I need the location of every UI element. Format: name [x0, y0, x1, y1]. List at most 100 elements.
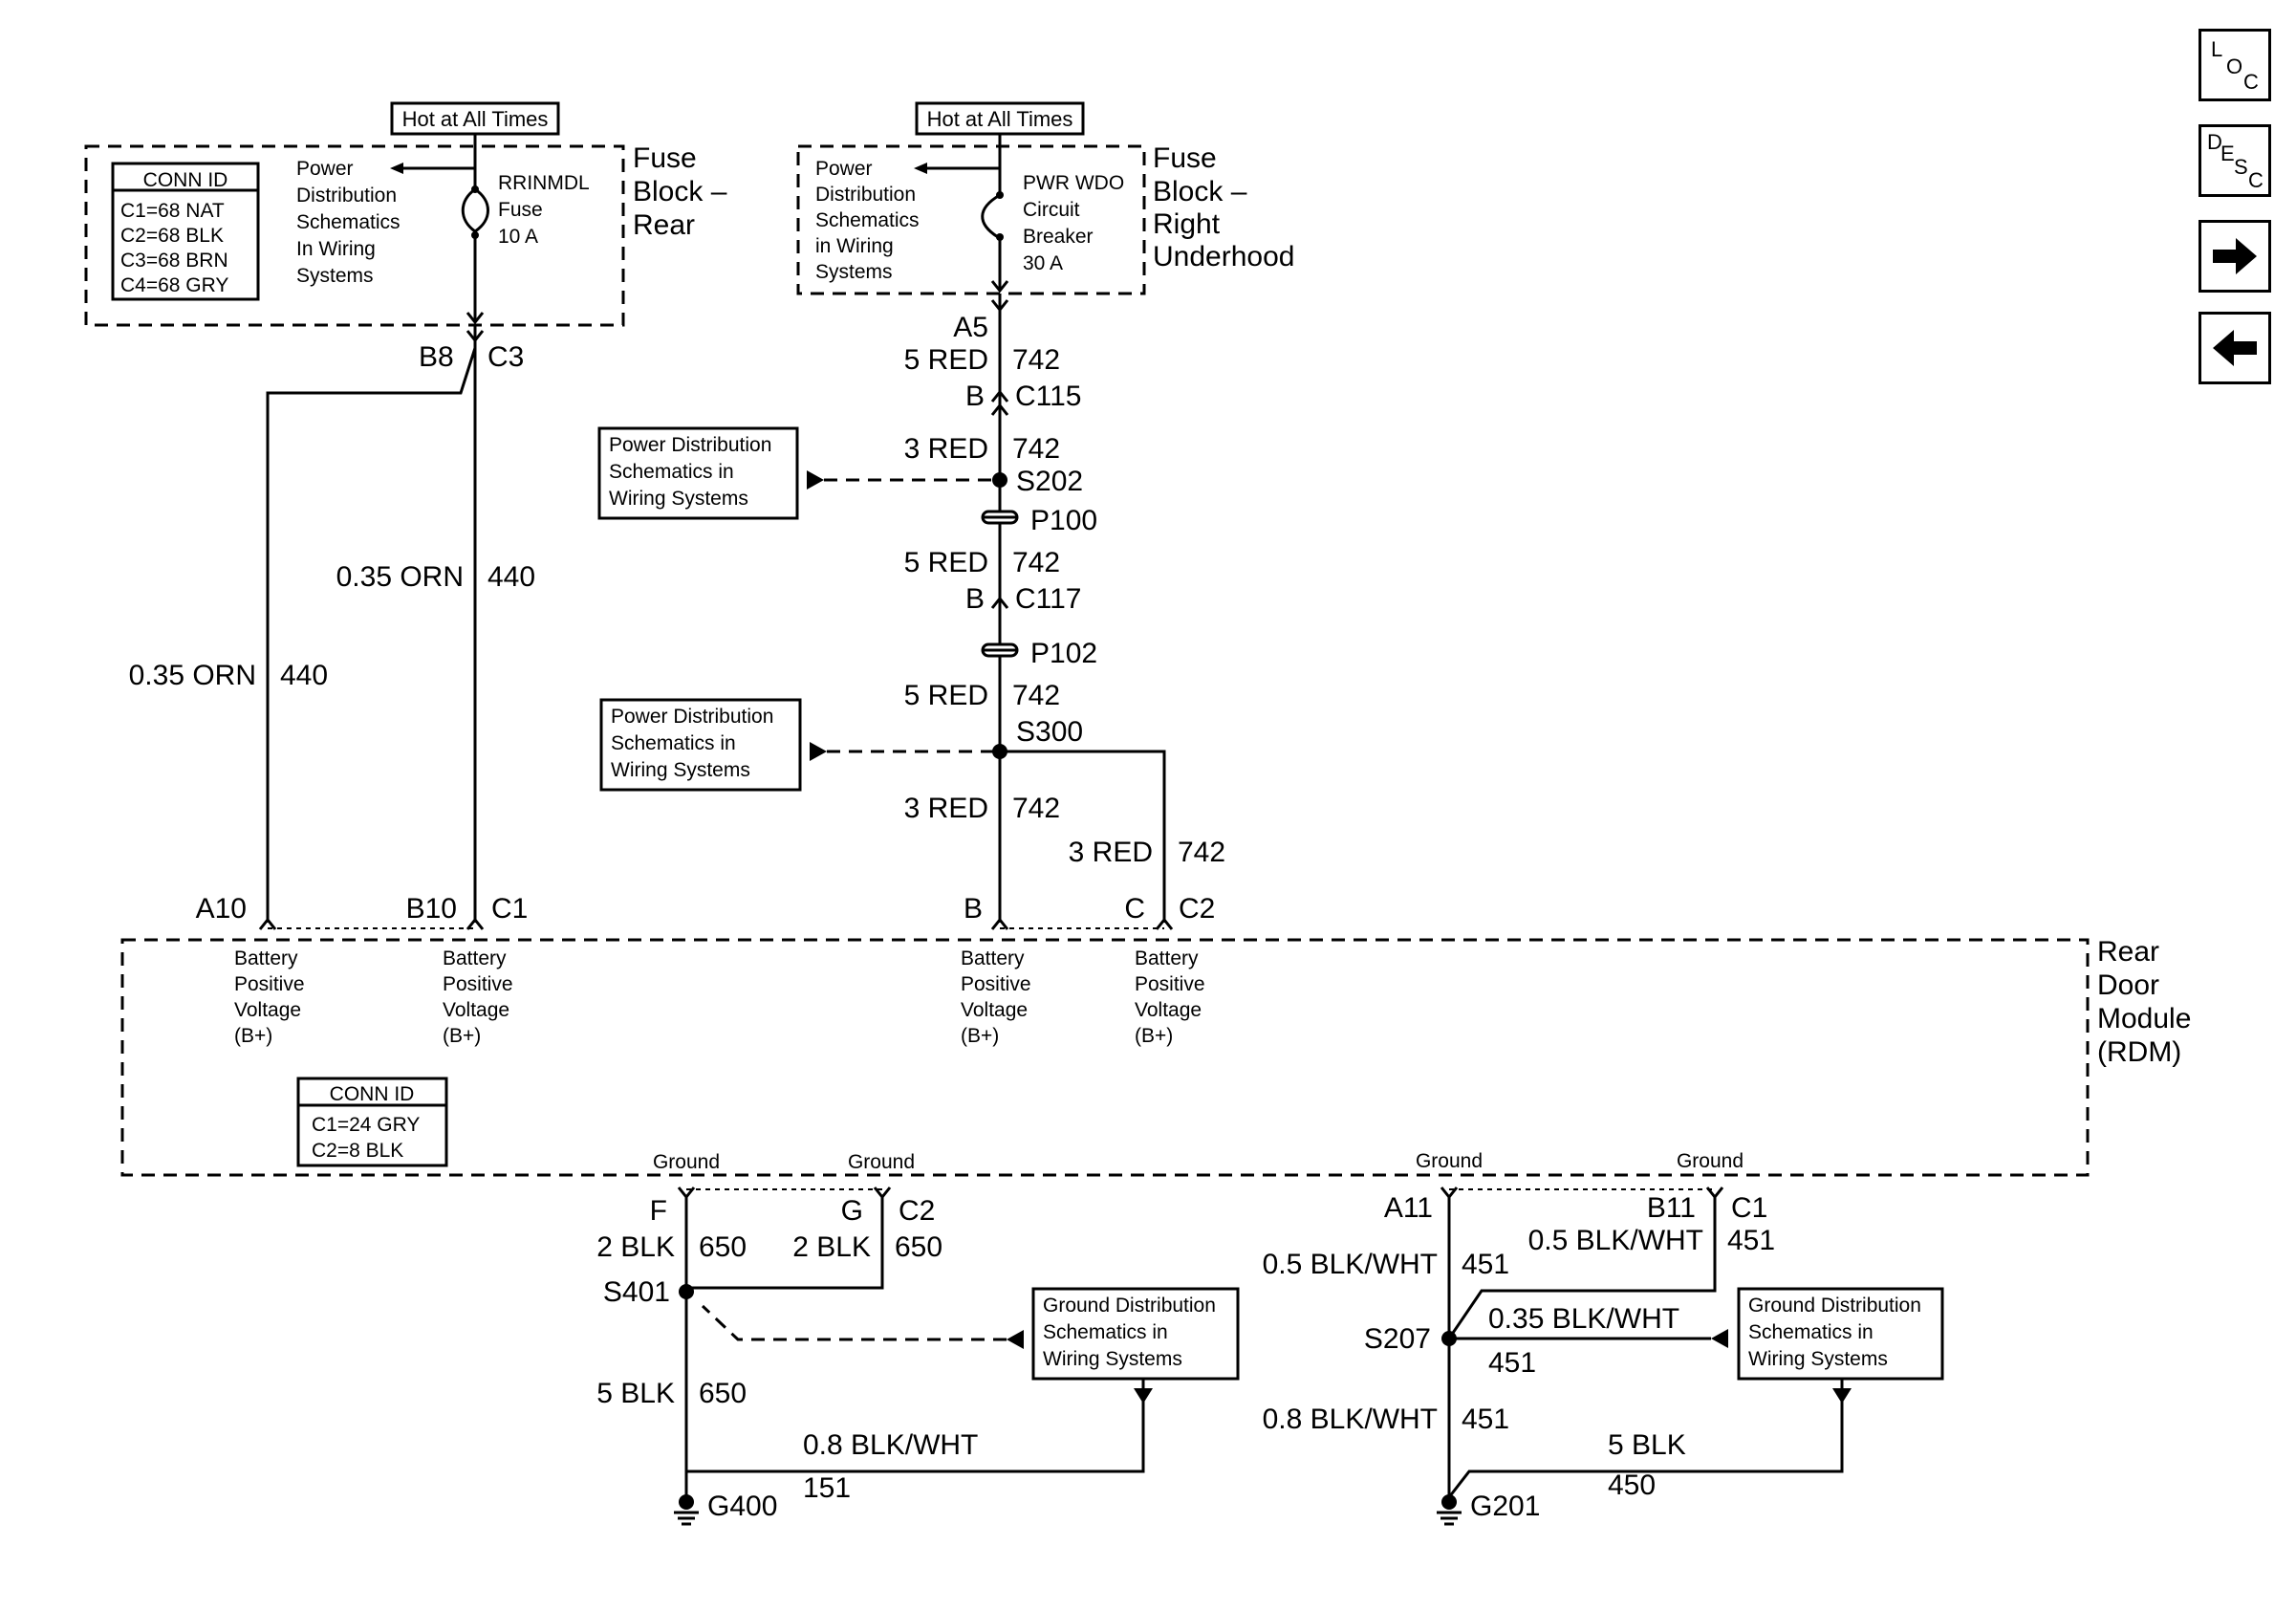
- rdm-conn-id-box: [296, 1077, 448, 1167]
- pin-c: C: [1124, 893, 1145, 925]
- bplus-label-a10: Battery Positive Voltage (B+): [234, 947, 310, 1047]
- pass-through-p102: [981, 642, 1019, 658]
- hot-tag-right-text: Hot at All Times: [927, 107, 1073, 131]
- c117-pin: B: [965, 583, 985, 615]
- forward-arrow-icon: [2213, 238, 2257, 274]
- gr-w3-color: 0.35 BLK/WHT: [1488, 1303, 1679, 1335]
- forward-button[interactable]: [2199, 220, 2271, 293]
- rdm-title: Rear Door Module (RDM): [2097, 936, 2199, 1068]
- gr-w5-circuit: 450: [1608, 1469, 1656, 1501]
- desc-letter-d: D: [2207, 130, 2222, 154]
- loc-letter-o: O: [2226, 54, 2243, 78]
- desc-letter-s: S: [2234, 155, 2248, 179]
- back-arrow-icon: [2213, 330, 2257, 366]
- pin-f: F: [650, 1195, 667, 1227]
- terminal-b8: B8: [419, 341, 454, 373]
- gr-w5-color: 5 BLK: [1608, 1429, 1686, 1461]
- svg-text:Ground Distribution Sche: Ground Distribution Schematics in Wiring…: [1043, 1295, 1222, 1370]
- rear-power-dist-label: Power Distribution Schematics In Wiring …: [296, 158, 405, 287]
- desc-button[interactable]: D E S C: [2199, 124, 2271, 197]
- splice-s401-label: S401: [603, 1276, 670, 1308]
- ground-label-a11: Ground: [1416, 1150, 1483, 1172]
- desc-letter-e: E: [2220, 142, 2235, 165]
- circuit-breaker-symbol: [981, 193, 1001, 239]
- gr-w2-circuit: 451: [1727, 1225, 1775, 1256]
- rdm-conn-id-title: CONN ID: [330, 1083, 415, 1105]
- orn-wire-right-circuit: 440: [487, 561, 535, 593]
- gl-w2-circuit: 650: [895, 1231, 942, 1263]
- p102-label: P102: [1030, 638, 1097, 669]
- splice-s202-label: S202: [1016, 466, 1083, 497]
- rear-door-module: Rear Door Module (RDM) A10 B10 C1 B C C2…: [120, 893, 2199, 1227]
- gl-w4-color: 0.8 BLK/WHT: [803, 1429, 978, 1461]
- orn-wire-440-left: B8 C3 0.35 ORN 440: [129, 325, 524, 903]
- ground-g201-label: G201: [1470, 1491, 1540, 1522]
- gl-w3-color: 5 BLK: [596, 1378, 675, 1409]
- power-dist-ref-1[interactable]: Power Distribution Schematics in Wiring …: [597, 426, 1000, 520]
- ground-label-f: Ground: [653, 1151, 720, 1173]
- splice-s207-label: S207: [1364, 1323, 1431, 1355]
- seg6-color: 3 RED: [1069, 837, 1153, 868]
- fuse-block-right-title: Fuse Block – Right Underhood: [1153, 142, 1294, 272]
- fuse-block-right: Fuse Block – Right Underhood Power Distr…: [796, 142, 1294, 295]
- gl-w3-circuit: 650: [699, 1378, 747, 1409]
- ground-circuit-left: 2 BLK 650 2 BLK 650 S401 5 BLK 650 0.8 B…: [596, 1197, 1145, 1526]
- back-button[interactable]: [2199, 312, 2271, 384]
- bplus-label-c: Battery Positive Voltage (B+): [1135, 947, 1210, 1047]
- ground-circuit-right: 0.5 BLK/WHT 451 0.5 BLK/WHT 451 S207 0.3…: [1263, 1197, 1844, 1526]
- terminal-a5: A5: [953, 312, 988, 343]
- seg4-circuit: 742: [1012, 680, 1060, 711]
- seg2-circuit: 742: [1012, 433, 1060, 465]
- c115-pin: B: [965, 381, 985, 412]
- splice-s300-label: S300: [1016, 716, 1083, 748]
- connector-c115: C115: [1015, 381, 1082, 412]
- hot-tag-rear-text: Hot at All Times: [402, 107, 549, 131]
- pin-b: B: [964, 893, 983, 925]
- gr-w2-color: 0.5 BLK/WHT: [1528, 1225, 1703, 1256]
- seg5-circuit: 742: [1012, 793, 1060, 824]
- ground-symbol-g400: [674, 1494, 699, 1526]
- desc-letter-c: C: [2248, 168, 2264, 192]
- seg6-circuit: 742: [1178, 837, 1225, 868]
- pass-through-p100: [981, 510, 1019, 525]
- rear-conn-id-title: CONN ID: [143, 169, 228, 191]
- bplus-label-b: Battery Positive Voltage (B+): [961, 947, 1036, 1047]
- orn-wire-440-right: 0.35 ORN 440: [336, 348, 535, 903]
- ground-dist-ref-1[interactable]: Ground Distribution Schematics in Wiring…: [701, 1287, 1240, 1429]
- bplus-label-b10: Battery Positive Voltage (B+): [443, 947, 518, 1047]
- loc-letter-l: L: [2211, 37, 2223, 61]
- hot-tag-rear: Hot at All Times: [390, 101, 560, 146]
- seg1-circuit: 742: [1012, 344, 1060, 376]
- rdm-conn-id-rows: C1=24 GRY C2=8 BLK: [312, 1114, 425, 1162]
- gr-w4-color: 0.8 BLK/WHT: [1263, 1404, 1438, 1435]
- gr-w1-circuit: 451: [1462, 1249, 1509, 1280]
- svg-text:Ground Distribution Sche: Ground Distribution Schematics in Wiring…: [1748, 1295, 1927, 1370]
- right-power-dist-label: Power Distribution Schematics in Wiring …: [815, 158, 924, 283]
- svg-text:Power Distribution Schem: Power Distribution Schematics in Wiring …: [611, 706, 779, 781]
- seg3-color: 5 RED: [904, 547, 988, 578]
- conn-c2-bottom: C2: [899, 1195, 935, 1227]
- splice-s401: [679, 1284, 694, 1299]
- gl-w2-color: 2 BLK: [792, 1231, 871, 1263]
- orn-wire-right-color: 0.35 ORN: [336, 561, 464, 593]
- ground-label-b11: Ground: [1677, 1150, 1744, 1172]
- ground-g400-label: G400: [707, 1491, 777, 1522]
- power-dist-ref-2[interactable]: Power Distribution Schematics in Wiring …: [599, 698, 1000, 792]
- hot-tag-right: Hot at All Times: [915, 101, 1085, 146]
- p100-label: P100: [1030, 505, 1097, 536]
- conn-c1-bottom: C1: [1731, 1192, 1767, 1224]
- gr-w4-circuit: 451: [1462, 1404, 1509, 1435]
- rear-conn-id-rows: C1=68 NAT C2=68 BLK C3=68 BRN C4=68 GRY: [120, 200, 233, 296]
- rrinmdl-fuse-symbol: [461, 187, 489, 233]
- seg4-color: 5 RED: [904, 680, 988, 711]
- ground-dist-ref-2[interactable]: Ground Distribution Schematics in Wiring…: [1711, 1287, 1944, 1429]
- seg5-color: 3 RED: [904, 793, 988, 824]
- loc-button[interactable]: L O C: [2199, 29, 2271, 101]
- ground-symbol-g201: [1437, 1494, 1462, 1526]
- pwr-wdo-breaker-label: PWR WDO Circuit Breaker 30 A: [1023, 172, 1130, 274]
- pin-g: G: [841, 1195, 863, 1227]
- fuse-block-rear: Fuse Block – Rear CONN ID C1=68 NAT C2=6…: [84, 142, 727, 327]
- pin-b11: B11: [1647, 1192, 1696, 1224]
- seg2-color: 3 RED: [904, 433, 988, 465]
